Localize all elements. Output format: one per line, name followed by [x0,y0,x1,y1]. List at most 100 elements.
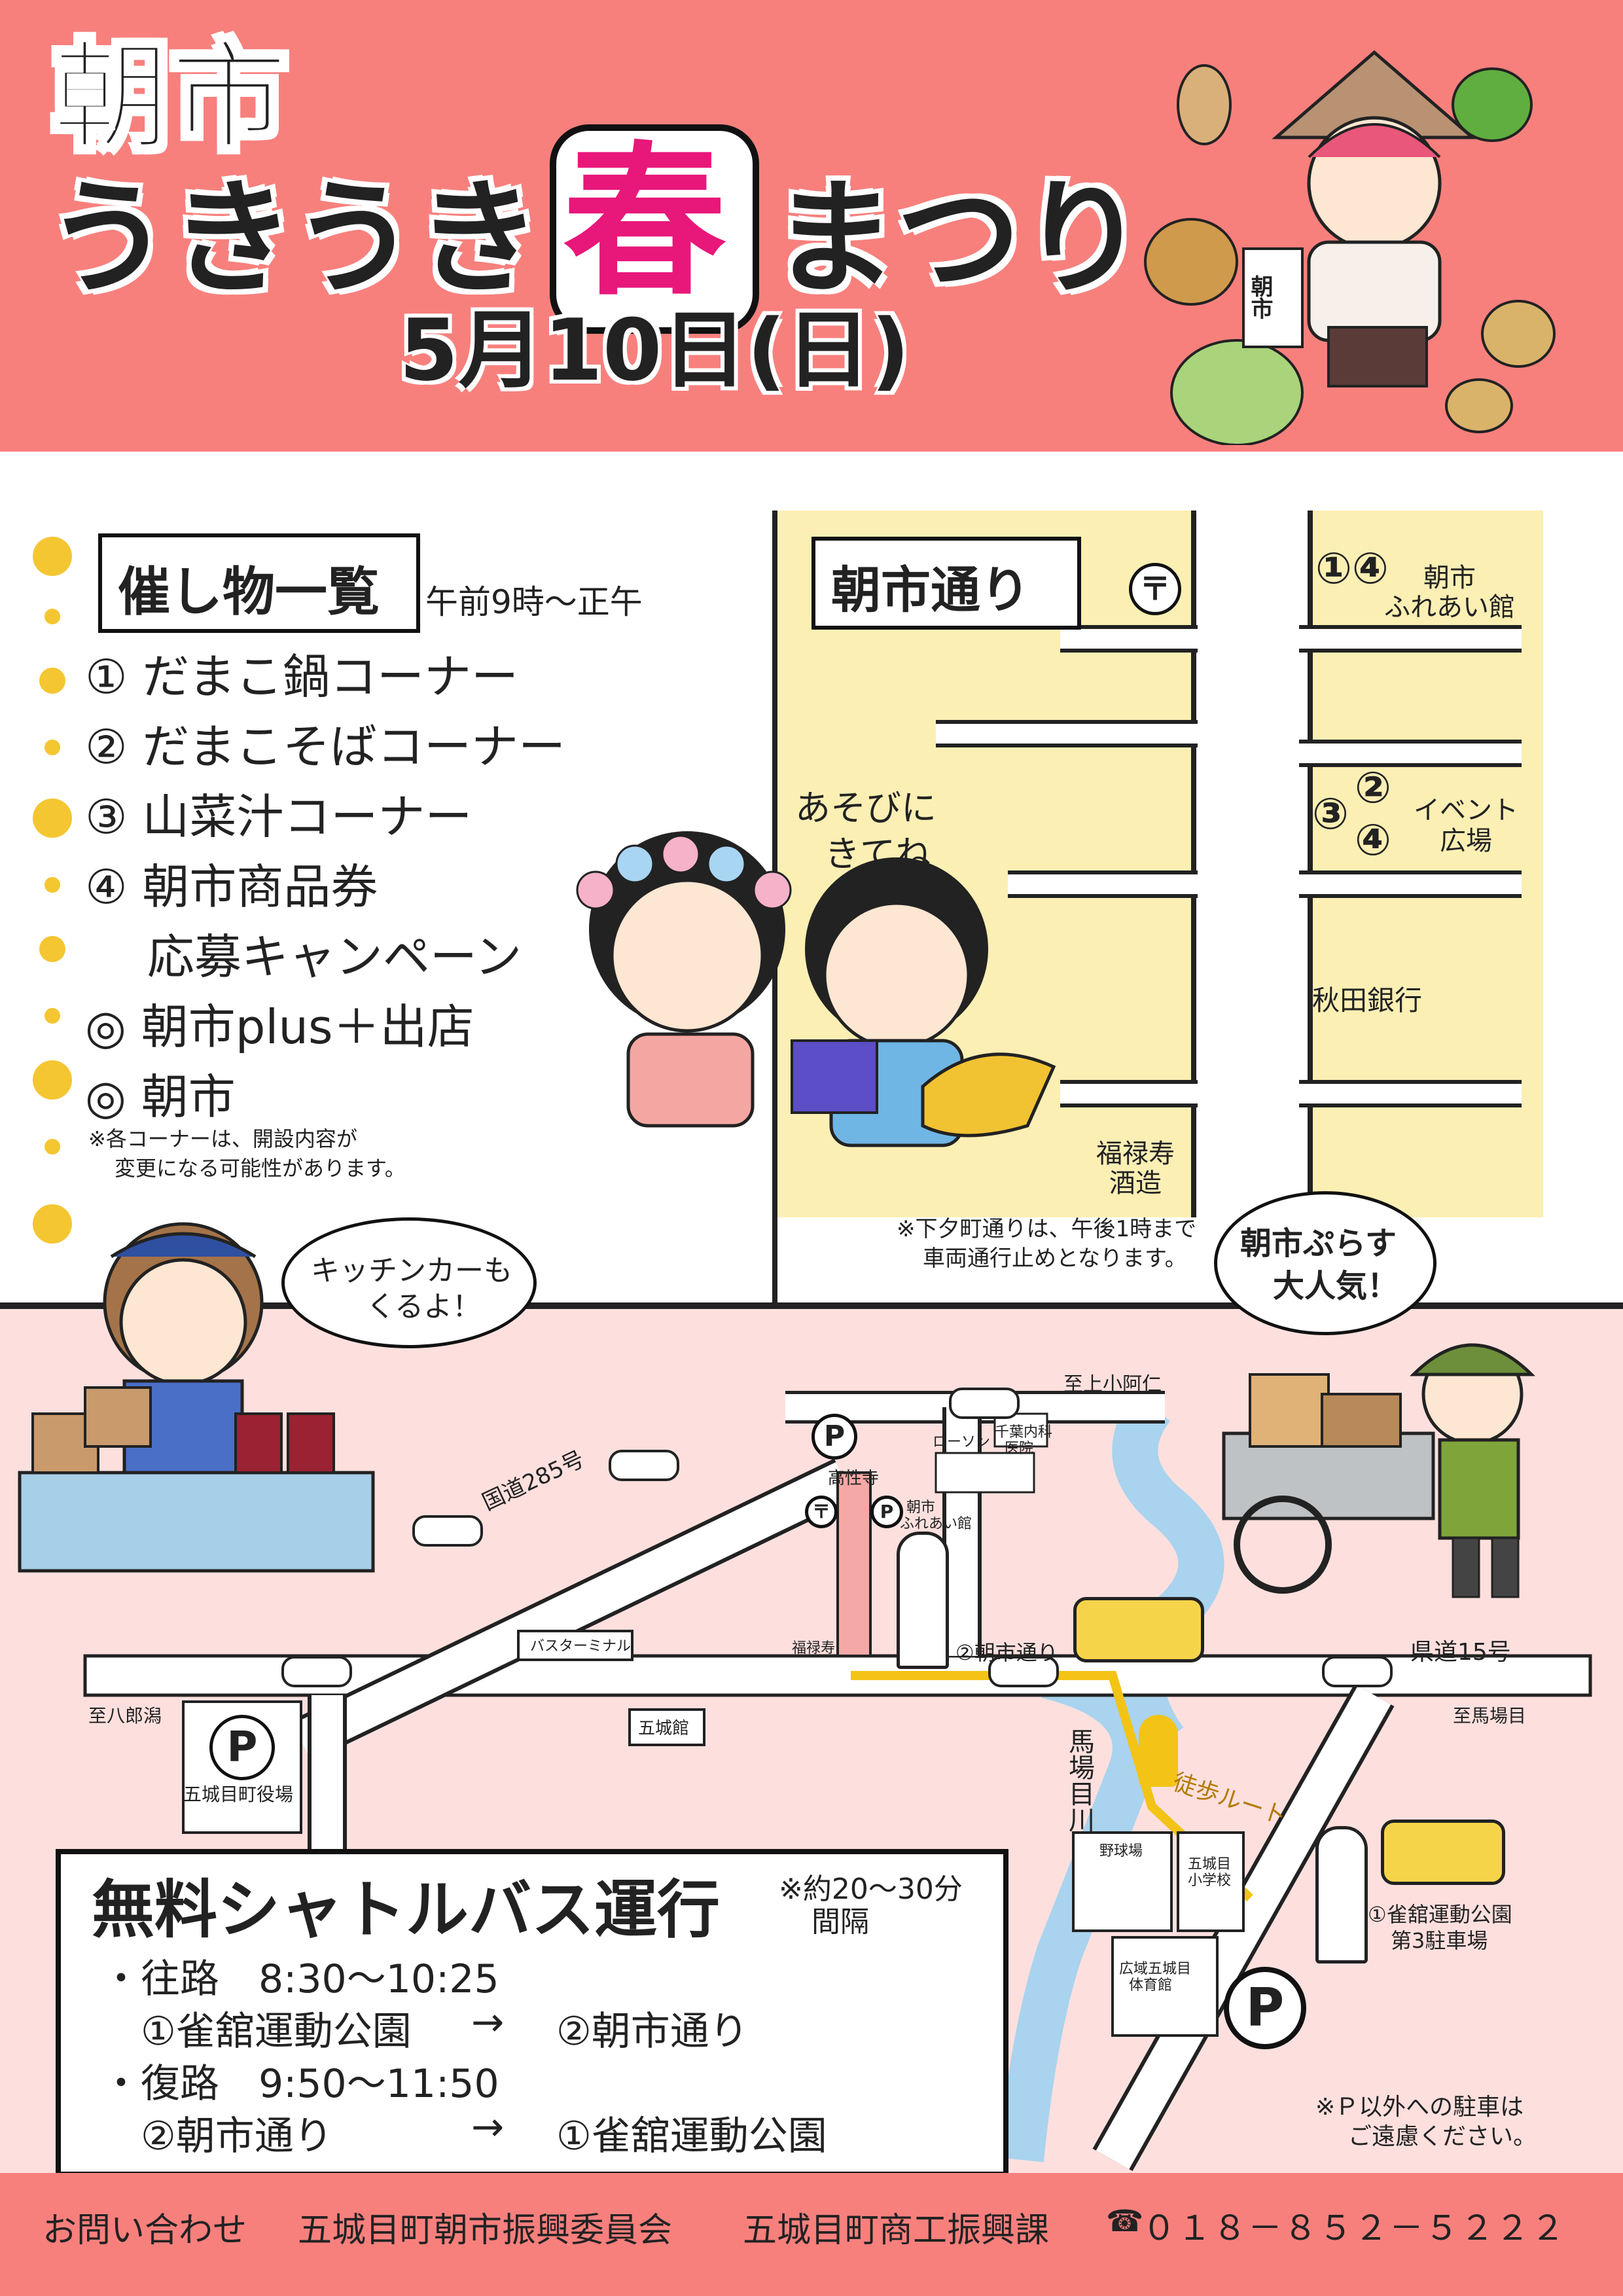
label-bus-terminal: バスターミナル [530,1638,632,1655]
label-pref-road: 県道15号 [1410,1639,1511,1666]
title-ukiuki: うきうき [46,166,541,311]
shuttle-return-time: ・復路 9:50～11:50 [101,2061,499,2107]
plus-bubble [1214,1191,1436,1335]
kitchen-bubble-line2: くるよ！ [366,1290,482,1323]
street-map-heading-box [812,537,1081,630]
label-asaichi-dori: ②朝市通り [955,1640,1058,1665]
kids-bubble-line2: きてね [825,833,931,874]
street-event-num-3: ③ [1312,789,1349,839]
shuttle-outbound-time: ・往路 8:30～10:25 [101,1956,499,2002]
street-map-main-road [1191,511,1313,1217]
street-event-line2: 広場 [1440,826,1492,856]
label-lawson: ローソン [933,1434,991,1450]
event-item-3: ③ 山菜汁コーナー [85,789,473,844]
traffic-light-icon [988,1656,1059,1687]
kitchen-bubble-line1: キッチンカーも [311,1254,512,1287]
title-asaichi: 朝市 [51,29,289,166]
street-side-road [1299,1080,1522,1107]
street-brewery-line2: 酒造 [1109,1168,1162,1198]
street-side-road [1060,1080,1198,1107]
traffic-light-icon [281,1656,352,1687]
label-fukurokuju: 福禄寿 [792,1640,836,1657]
label-town-hall: 五城目町役場 [183,1784,294,1805]
event-date: 5月10日(日) [399,300,910,400]
street-event-line1: イベント [1414,795,1518,825]
street-side-road [1299,870,1522,898]
events-note-1: ※各コーナーは、開設内容が [88,1126,357,1151]
street-side-road [1299,625,1522,653]
event-bullet-dots [33,537,72,1244]
shuttle-outbound-from: ①雀舘運動公園 [141,2009,412,2054]
label-gojokan-box [628,1708,705,1746]
parking-icon: P [870,1496,903,1528]
kitchen-car-girl-illustration [18,1222,375,1573]
label-fureai-1: 朝市 [906,1499,936,1516]
cart-vendor-illustration [1222,1343,1536,1598]
shuttle-interval-2: 間隔 [812,1905,869,1939]
street-map-heading: 朝市通り [831,561,1030,619]
label-chiba-2: 医院 [1005,1441,1034,1457]
event-item-4-cont: 応募キャンペーン [85,929,522,984]
street-event-num-2: ② [1355,762,1391,813]
street-side-road [936,720,1198,747]
title-spring-badge [550,124,759,334]
street-fureai-line2: ふれあい館 [1384,592,1515,622]
grandma-mascot-illustration [1144,50,1556,445]
shuttle-title: 無料シャトルバス運行 [92,1873,720,1946]
bus-stop-sign-icon [897,1532,949,1669]
footer-phone: ０１８－８５２－５２２２ [1142,2209,1567,2248]
traffic-light-icon [412,1515,483,1547]
label-chiba-1: 千葉内科 [995,1424,1053,1441]
plus-bubble-line2: 大人気！ [1273,1268,1399,1304]
post-office-icon: 〒 [805,1496,838,1528]
label-bus-terminal-box [517,1630,633,1661]
event-item-1: ① だまこ鍋コーナー [85,649,518,704]
footer-org2: 五城目町商工振興課 [743,2211,1050,2250]
events-heading-box [98,533,420,633]
label-to-hachirogata: 至八郎潟 [88,1705,162,1727]
shuttle-outbound-to: ②朝市通り [556,2009,749,2054]
street-event-num-4: ④ [1355,815,1391,865]
label-gojokan: 五城館 [638,1719,690,1738]
street-note-1: ※下夕町通りは、午後1時まで [897,1216,1197,1242]
label-park-1: ①雀舘運動公園 [1368,1902,1512,1927]
parking-icon: P [1224,1967,1306,2049]
street-side-road [1060,625,1198,653]
event-item-plus: ◎ 朝市plus＋出店 [85,999,474,1054]
shuttle-return-to: ①雀舘運動公園 [556,2113,827,2159]
events-note-2: 変更になる可能性があります。 [115,1156,406,1181]
parking-note-1: ※Ｐ以外への駐車は [1315,2094,1524,2121]
pedestrian-icon [1139,1715,1178,1787]
label-gym-1: 広域五城目 [1119,1961,1192,1977]
street-note-2: 車両通行止めとなります。 [923,1246,1187,1272]
shuttle-outbound-arrow: → [471,2000,505,2045]
events-time: 午前9時～正午 [425,583,643,621]
kitchen-car-bubble [281,1217,537,1348]
traffic-light-icon [1322,1656,1393,1687]
event-item-2: ② だまこそばコーナー [85,719,565,774]
bus-icon [1073,1597,1204,1662]
plus-bubble-line1: 朝市ぷらす [1240,1225,1397,1262]
section-divider [0,1302,1623,1309]
street-side-road [1008,870,1198,898]
events-heading: 催し物一覧 [118,562,380,622]
bus-icon [1381,1820,1505,1885]
footer-org1: 五城目町朝市振興委員会 [298,2211,673,2250]
label-to-babame: 至馬場目 [1453,1705,1527,1727]
label-koshoji: 高性寺 [828,1469,880,1488]
shuttle-return-from: ②朝市通り [141,2113,333,2159]
bus-stop-sign-icon [1315,1826,1368,1964]
label-baseball: 野球場 [1099,1843,1143,1859]
shuttle-interval-1: ※約20～30分 [779,1873,963,1906]
event-item-4: ④ 朝市商品券 [85,859,378,914]
street-side-road [1299,740,1522,767]
label-river: 馬場目川 [1064,1728,1094,1833]
label-fureai-2: ふれあい館 [900,1516,972,1532]
post-office-icon: 〒 [1129,563,1181,615]
street-fureai-nums: ①④ [1315,543,1389,594]
traffic-light-icon [949,1388,1020,1419]
section-divider [772,1204,777,1309]
parking-note-2: ご遠慮ください。 [1348,2123,1537,2150]
title-spring: 春 [563,127,726,317]
label-school-2: 小学校 [1188,1873,1232,1889]
